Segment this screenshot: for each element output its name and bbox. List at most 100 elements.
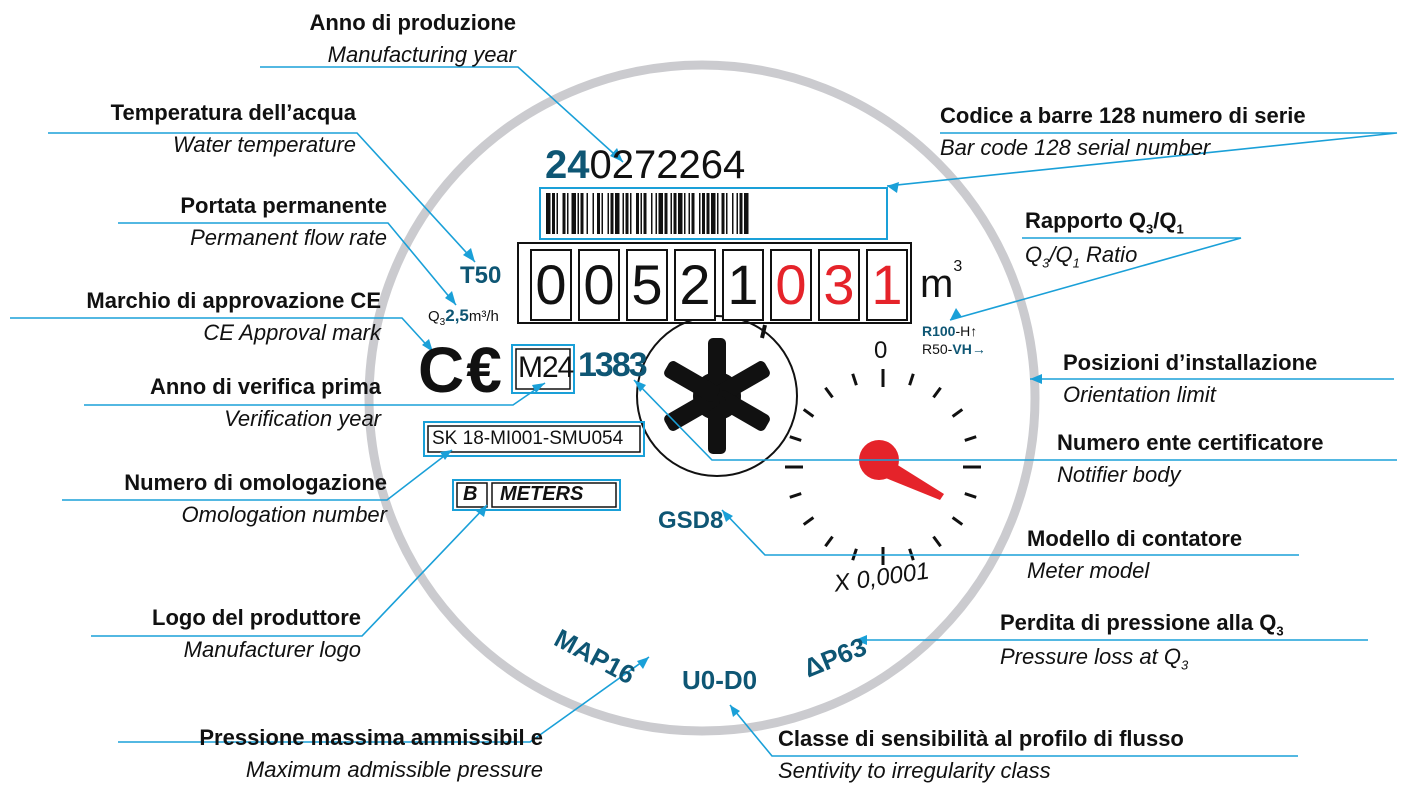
barcode-bar bbox=[691, 193, 695, 234]
barcode-bar bbox=[678, 193, 683, 234]
barcode-bar bbox=[607, 193, 609, 234]
arrow-anno-verifica bbox=[532, 383, 545, 393]
barcode-bar bbox=[684, 193, 686, 234]
barcode-bar bbox=[702, 193, 705, 234]
leader-codice bbox=[886, 132, 1398, 187]
barcode-bar bbox=[640, 193, 642, 234]
gauge-tick bbox=[802, 408, 815, 418]
leader-lines bbox=[10, 66, 1398, 757]
barcode-bar bbox=[625, 193, 629, 234]
label-rapporto-en: Q3/Q1 Ratio bbox=[1025, 242, 1138, 271]
leader-anno-verifica bbox=[84, 382, 546, 406]
label-ente-it: Numero ente certificatore bbox=[1057, 430, 1324, 455]
arrow-omologazione bbox=[440, 450, 452, 460]
barcode-bar bbox=[664, 193, 668, 234]
leader-ente bbox=[633, 379, 1397, 461]
star-arm bbox=[714, 390, 770, 431]
counter-digit-4: 2 bbox=[674, 249, 716, 321]
barcode-bar bbox=[643, 193, 647, 234]
gauge-tick bbox=[789, 435, 802, 442]
dial-ring bbox=[364, 60, 1040, 736]
barcode-bar bbox=[580, 193, 584, 234]
q3-rating: Q32,5m³/h bbox=[428, 306, 499, 328]
gauge-tick bbox=[964, 435, 977, 442]
label-modello-it: Modello di contatore bbox=[1027, 526, 1243, 551]
label-omologazione-en: Omologation number bbox=[181, 502, 387, 527]
barcode bbox=[546, 193, 749, 234]
r100-text: R100-H↑ bbox=[922, 323, 978, 339]
gauge-tick bbox=[932, 386, 942, 399]
gauge-tick bbox=[802, 516, 815, 526]
barcode-bar bbox=[699, 193, 701, 234]
gauge-tick bbox=[951, 408, 964, 418]
leader-marchio bbox=[10, 317, 434, 353]
arrow-classe bbox=[730, 705, 740, 717]
approval-number: SK 18-MI001-SMU054 bbox=[432, 428, 624, 449]
arrowheads bbox=[422, 148, 1042, 717]
gauge-tick bbox=[824, 535, 834, 548]
approval-box bbox=[423, 421, 645, 457]
barcode-bar bbox=[601, 193, 603, 234]
label-ente-en: Notifier body bbox=[1057, 462, 1181, 487]
barcode-bar bbox=[651, 193, 653, 234]
star-arm bbox=[664, 390, 720, 431]
u0d0-text: U0-D0 bbox=[682, 665, 758, 695]
barcode-bar bbox=[577, 193, 579, 234]
gauge-tick bbox=[951, 516, 964, 526]
barcode-bar bbox=[732, 193, 734, 234]
gauge-tick bbox=[789, 492, 802, 499]
map16-text: MAP16 bbox=[550, 623, 641, 690]
barcode-bar bbox=[721, 193, 725, 234]
star-wheel-ring bbox=[636, 315, 798, 477]
counter-unit: m3 bbox=[920, 258, 963, 306]
star-arm bbox=[664, 361, 720, 402]
label-anno-verifica-en: Verification year bbox=[224, 406, 381, 431]
gauge-needle bbox=[859, 440, 944, 500]
serial-number: 240272264 bbox=[545, 143, 745, 188]
gauge-tick bbox=[851, 373, 858, 386]
arrow-logo bbox=[476, 505, 487, 517]
barcode-bar bbox=[655, 193, 657, 234]
label-classe-it: Classe di sensibilità al profilo di flus… bbox=[778, 726, 1184, 751]
label-codice-it: Codice a barre 128 numero di serie bbox=[940, 103, 1306, 128]
label-pressione-max-en: Maximum admissible pressure bbox=[245, 757, 543, 782]
counter-digit-2: 0 bbox=[578, 249, 620, 321]
barcode-bar bbox=[744, 193, 749, 234]
label-marchio-en: CE Approval mark bbox=[203, 320, 381, 345]
arrow-temperatura bbox=[463, 248, 475, 262]
label-pressione-max-it: Pressione massima ammissibil e bbox=[199, 725, 543, 750]
logo-meters: METERS bbox=[500, 483, 584, 505]
arrow-marchio bbox=[422, 339, 433, 352]
star-arm bbox=[714, 361, 770, 402]
serial-rest: 0272264 bbox=[589, 143, 746, 187]
barcode-bar bbox=[562, 193, 566, 234]
barcode-bar bbox=[615, 193, 620, 234]
barcode-bar bbox=[630, 193, 632, 234]
label-anno-produzione-it: Anno di produzione bbox=[309, 10, 516, 35]
label-logo-it: Logo del produttore bbox=[152, 605, 361, 630]
arrow-codice bbox=[887, 182, 899, 193]
barcode-bar bbox=[592, 193, 594, 234]
t50-text: T50 bbox=[460, 262, 502, 289]
gsd8-text: GSD8 bbox=[658, 507, 724, 534]
barcode-bar bbox=[552, 193, 555, 234]
arrow-modello bbox=[722, 510, 733, 522]
gauge-tick bbox=[932, 535, 942, 548]
r50-text: R50-VH→ bbox=[922, 341, 986, 357]
serial-prefix: 24 bbox=[545, 143, 590, 187]
label-perdita-it: Perdita di pressione alla Q3 bbox=[1000, 610, 1284, 639]
barcode-bar bbox=[586, 193, 588, 234]
barcode-bar bbox=[739, 193, 743, 234]
barcode-frame bbox=[539, 187, 888, 240]
label-classe-en: Sentivity to irregularity class bbox=[778, 758, 1051, 783]
barcode-bar bbox=[556, 193, 558, 234]
counter-digit-3: 5 bbox=[626, 249, 668, 321]
barcode-bar bbox=[546, 193, 551, 234]
barcode-bar bbox=[688, 193, 690, 234]
label-rapporto-it: Rapporto Q3/Q1 bbox=[1025, 208, 1184, 237]
barcode-bar bbox=[736, 193, 738, 234]
barcode-bar bbox=[610, 193, 614, 234]
m24-box bbox=[511, 344, 575, 394]
leader-classe bbox=[729, 704, 1298, 757]
notified-body-number: 1383 bbox=[578, 346, 648, 384]
